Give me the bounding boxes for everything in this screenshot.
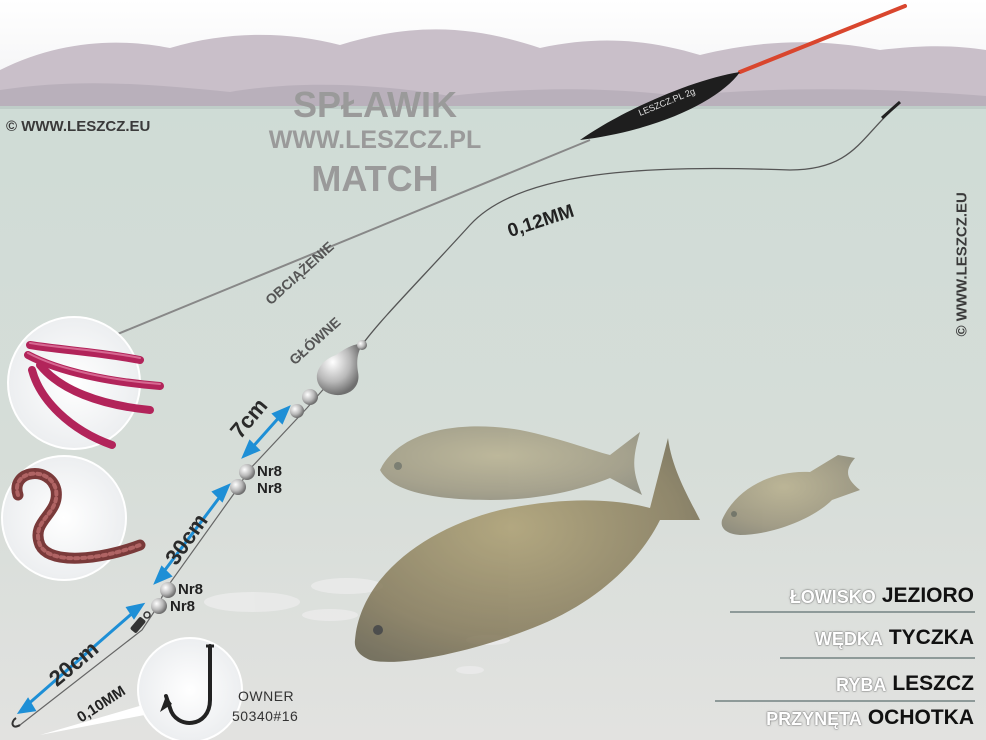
shot-nr8 [239, 464, 255, 480]
hook-model: 50340#16 [232, 708, 299, 724]
hook-brand: OWNER [238, 688, 295, 704]
hook-icon [164, 644, 212, 725]
copyright-right: © WWW.LESZCZ.EU [953, 192, 971, 337]
float-antenna [738, 4, 907, 74]
info-value: LESZCZ [892, 672, 974, 695]
bloodworm-icon [24, 341, 164, 449]
info-value: TYCZKA [888, 626, 974, 649]
main-weight [316, 344, 362, 396]
info-value: OCHOTKA [867, 706, 974, 729]
near-hills [0, 83, 986, 112]
hook-callout-circle [137, 637, 243, 740]
shot-nr8 [151, 598, 167, 614]
title-splawik: SPŁAWIK [292, 84, 457, 125]
leader-line [19, 344, 363, 726]
hook-callout-pointer [40, 700, 160, 735]
swivel [130, 611, 151, 633]
shot [302, 389, 318, 405]
title-url: WWW.LESZCZ.PL [268, 126, 482, 154]
info-row-rod: WĘDKA TYCZKA [815, 626, 974, 650]
info-value: JEZIORO [881, 584, 974, 607]
rod-line [102, 139, 591, 341]
bait-worm-circle [1, 455, 127, 581]
info-separators [715, 611, 975, 702]
main-line [361, 111, 891, 346]
float-body [580, 72, 740, 140]
shot-nr8 [230, 479, 246, 495]
info-key: WĘDKA [814, 629, 883, 649]
fish-bream-main [354, 438, 700, 662]
info-key: ŁOWISKO [789, 587, 876, 607]
shot-label-lower-2: Nr8 [170, 598, 196, 615]
info-row-bait: PRZYNĘTA OCHOTKA [766, 706, 974, 730]
dimension-arrows [16, 405, 291, 714]
shot-label-upper-2: Nr8 [257, 480, 283, 497]
shot-nr8 [160, 582, 176, 598]
shot-label-upper-1: Nr8 [257, 463, 283, 480]
shot-label-lower-1: Nr8 [178, 581, 204, 598]
info-row-fishery: ŁOWISKO JEZIORO [790, 584, 974, 608]
lake-bottom [204, 578, 510, 674]
copyright-left: © WWW.LESZCZ.EU [6, 118, 151, 135]
info-key: PRZYNĘTA [766, 709, 862, 729]
title-match: MATCH [311, 158, 439, 199]
fish-bream-top [380, 426, 642, 500]
shot [290, 404, 304, 418]
info-key: RYBA [835, 675, 887, 695]
fish-bream-right [721, 455, 860, 535]
rod-tip [881, 100, 901, 120]
info-row-fish: RYBA LESZCZ [836, 672, 974, 696]
